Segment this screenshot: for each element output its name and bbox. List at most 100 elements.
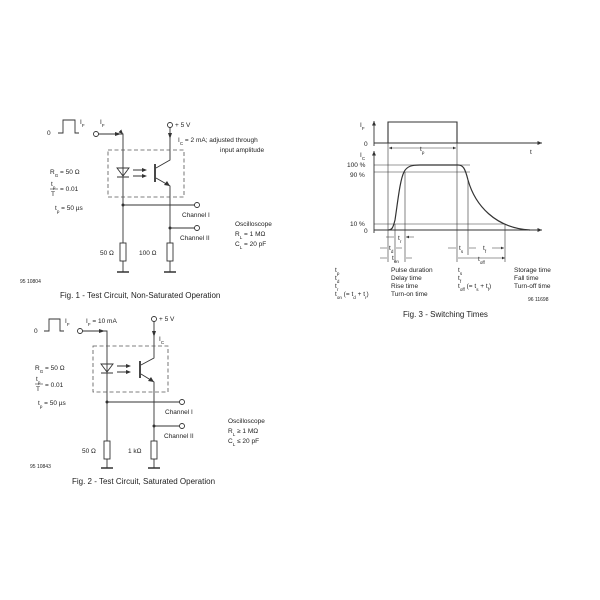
pulse-zero: 0 bbox=[47, 130, 51, 137]
legend-description: Rise time bbox=[391, 283, 418, 290]
level-10: 10 % bbox=[350, 221, 365, 228]
cl-label: CL ≤ 20 pF bbox=[228, 438, 259, 447]
resistor-100 bbox=[166, 242, 174, 262]
legend-symbol: tp bbox=[335, 267, 340, 276]
resistor-1-label: 50 Ω bbox=[82, 448, 96, 455]
fig2-caption: Fig. 2 - Test Circuit, Saturated Operati… bbox=[72, 477, 215, 486]
legend: tp Pulse duration ts Storage time td Delay ti… bbox=[335, 267, 551, 300]
node bbox=[105, 400, 109, 404]
tp-num: tp bbox=[36, 376, 41, 385]
resistor-2-label: 100 Ω bbox=[139, 250, 157, 257]
led-diode-icon bbox=[116, 167, 130, 178]
supply-terminal bbox=[151, 316, 157, 322]
level-100: 100 % bbox=[347, 162, 366, 169]
fig1-caption: Fig. 1 - Test Circuit, Non-Saturated Ope… bbox=[60, 291, 220, 300]
fig2-test-circuit-saturated: 0 IF IF = 10 mA + 5 V IC Channel I Chann… bbox=[30, 316, 265, 486]
supply-terminal bbox=[167, 122, 173, 128]
input-pulse-icon bbox=[44, 318, 64, 332]
if-pulse bbox=[374, 121, 458, 144]
legend-symbol: ts bbox=[458, 267, 463, 276]
channel-wires bbox=[107, 401, 180, 427]
pulse-label: IF bbox=[65, 318, 70, 327]
legend-symbol: tf bbox=[458, 275, 462, 284]
legend-description: Delay time bbox=[391, 275, 422, 282]
current-arrow-icon bbox=[99, 329, 105, 333]
optocoupler-box bbox=[107, 149, 185, 198]
resistor-50 bbox=[119, 242, 127, 262]
rl-label: RL ≥ 1 MΩ bbox=[228, 428, 258, 437]
channel-2-label: Channel II bbox=[180, 235, 210, 242]
light-arrowheads-icon bbox=[126, 364, 131, 374]
legend-description: Storage time bbox=[514, 267, 551, 274]
toff-label: toff bbox=[478, 256, 486, 265]
tp-label: tp = 50 µs bbox=[55, 205, 84, 214]
optocoupler-box bbox=[92, 345, 169, 393]
channel-2-terminal bbox=[194, 225, 200, 231]
supply-label: + 5 V bbox=[159, 316, 175, 323]
channel-2-label: Channel II bbox=[164, 433, 194, 440]
duty-label: = 0.01 bbox=[60, 186, 79, 193]
channel-1-label: Channel I bbox=[165, 409, 193, 416]
tp-label: tp = 50 µs bbox=[38, 400, 67, 409]
fig3-caption: Fig. 3 - Switching Times bbox=[403, 310, 488, 319]
channel-1-label: Channel I bbox=[182, 212, 210, 219]
level-90: 90 % bbox=[350, 172, 365, 179]
node bbox=[168, 226, 172, 230]
rg-label: RG = 50 Ω bbox=[50, 169, 80, 178]
oscilloscope-label: Oscilloscope bbox=[235, 221, 272, 228]
ts-label: ts bbox=[459, 245, 464, 254]
input-current-label: IF = 10 mA bbox=[86, 318, 117, 327]
channel-1-terminal bbox=[179, 399, 185, 405]
input-pulse-icon bbox=[58, 119, 79, 134]
pulse-zero: 0 bbox=[34, 328, 38, 335]
pulse-label: IF bbox=[80, 119, 85, 128]
legend-description: Fall time bbox=[514, 275, 539, 282]
tp-num: tp bbox=[51, 181, 56, 190]
resistor-1k bbox=[150, 440, 158, 460]
ic-arrow-icon bbox=[152, 331, 156, 337]
ic-arrow-icon bbox=[168, 133, 172, 139]
duty-label: = 0.01 bbox=[45, 382, 64, 389]
legend-symbol: tr bbox=[335, 283, 339, 292]
legend-symbol: toff (= ts + tf) bbox=[458, 283, 491, 292]
legend-description: Turn-off time bbox=[514, 283, 551, 290]
td-label: td bbox=[389, 245, 394, 254]
channel-2-terminal bbox=[179, 423, 185, 429]
fig1-test-circuit-non-saturated: 0 IF IF + 5 V IC = 2 mA; adjusted throug… bbox=[20, 119, 272, 300]
ic-note-2: input amplitude bbox=[220, 147, 264, 154]
t-label-1: t bbox=[530, 149, 532, 156]
fig3-switching-times: IF 0 t IC 0 100 % 90 % 10 % tp tr td ts … bbox=[335, 121, 551, 319]
resistor-50 bbox=[103, 440, 111, 460]
node bbox=[152, 424, 156, 428]
resistor-1-label: 50 Ω bbox=[100, 250, 114, 257]
input-terminal bbox=[93, 131, 99, 137]
input-wire bbox=[98, 129, 124, 272]
channel-wires bbox=[123, 204, 195, 229]
ic-axis-label: IC bbox=[360, 152, 366, 161]
legend-symbol: td bbox=[335, 275, 340, 284]
zero-label-2: 0 bbox=[364, 228, 368, 235]
tp-den: T bbox=[36, 386, 40, 393]
led-diode-icon bbox=[100, 363, 114, 374]
legend-description: Pulse duration bbox=[391, 267, 433, 274]
emitter-arrow-icon bbox=[148, 377, 154, 382]
node bbox=[121, 203, 125, 207]
ton-label: ton bbox=[392, 255, 399, 264]
channel-1-terminal bbox=[194, 202, 200, 208]
ic-response-curve bbox=[387, 164, 531, 231]
level-lines bbox=[374, 164, 505, 225]
tr-label: tr bbox=[398, 235, 402, 244]
tp-label: tp bbox=[420, 146, 425, 155]
ic-note: IC = 2 mA; adjusted through bbox=[178, 137, 258, 146]
rg-label: RG = 50 Ω bbox=[35, 365, 65, 374]
if-axis-label: IF bbox=[360, 122, 365, 131]
rl-label: RL = 1 MΩ bbox=[235, 231, 265, 240]
timing-guides bbox=[387, 143, 506, 262]
input-current-label: IF bbox=[100, 119, 105, 128]
oscilloscope-label: Oscilloscope bbox=[228, 418, 265, 425]
light-arrowheads-icon bbox=[142, 168, 147, 178]
figure-code: 96 11698 bbox=[528, 297, 549, 303]
cl-label: CL = 20 pF bbox=[235, 241, 266, 250]
legend-symbol: ton (= td + tr) bbox=[335, 291, 369, 300]
